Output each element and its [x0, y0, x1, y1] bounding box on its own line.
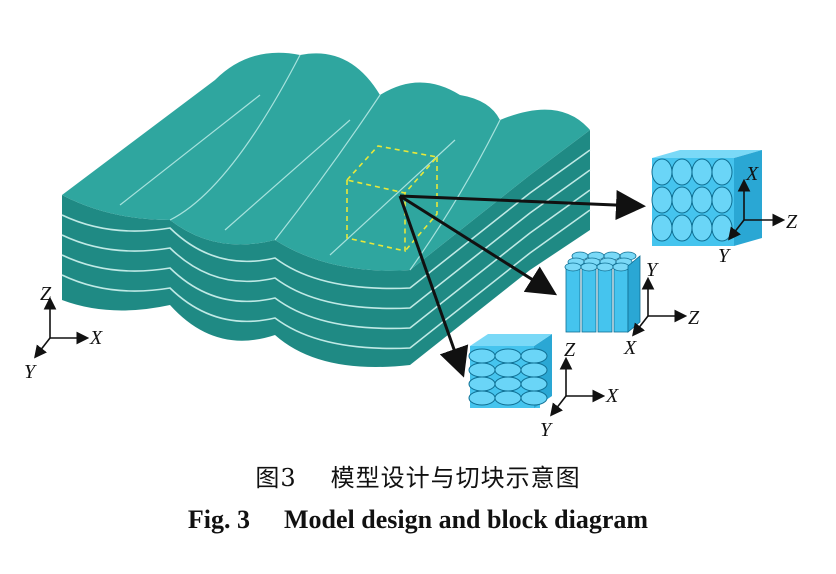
axes-global: [34, 296, 90, 359]
laminated-model: [61, 52, 591, 367]
layer-lines: [61, 149, 591, 350]
axis-label-bottom-up: Z: [564, 339, 576, 361]
axis-label-middle-right: Z: [688, 307, 700, 329]
axis-label-top-down: Y: [718, 245, 731, 267]
axis-label-global-right: X: [89, 327, 103, 349]
caption-english-text: Model design and block diagram: [284, 505, 649, 534]
caption-chinese-number: 图3: [255, 464, 297, 492]
axis-label-bottom-down: Y: [540, 419, 553, 441]
model-block-diagram: Z X Y X Z Y Y Z X Z X Y: [24, 52, 798, 441]
axis-label-global-up: Z: [40, 283, 52, 305]
axes-block-top: [728, 178, 786, 241]
axis-label-top-up: X: [745, 163, 759, 185]
axis-label-top-right: Z: [786, 211, 798, 233]
caption-chinese: 图3 模型设计与切块示意图: [0, 458, 836, 493]
caption-english-number: Fig. 3: [187, 505, 251, 534]
selection-box: [345, 145, 439, 252]
axis-label-bottom-right: X: [605, 385, 619, 407]
axes-block-middle: [632, 276, 688, 337]
axis-label-middle-down: X: [623, 337, 637, 359]
model-side-face: [62, 130, 590, 367]
arrow-to-middle-block: [399, 194, 558, 296]
arrow-to-top-block: [399, 190, 646, 220]
axes-block-bottom: [550, 356, 606, 417]
caption-chinese-text: 模型设计与切块示意图: [330, 464, 581, 492]
model-top-face: [62, 52, 590, 271]
fiber-block-middle: [564, 251, 641, 333]
caption-english: Fig. 3 Model design and block diagram: [0, 505, 836, 535]
axis-label-middle-up: Y: [646, 259, 659, 281]
fiber-block-top: [651, 150, 762, 246]
block-arrows: [398, 190, 646, 378]
arrow-to-bottom-block: [398, 195, 469, 378]
axis-label-global-down: Y: [24, 361, 37, 383]
fiber-block-bottom: [468, 334, 552, 408]
